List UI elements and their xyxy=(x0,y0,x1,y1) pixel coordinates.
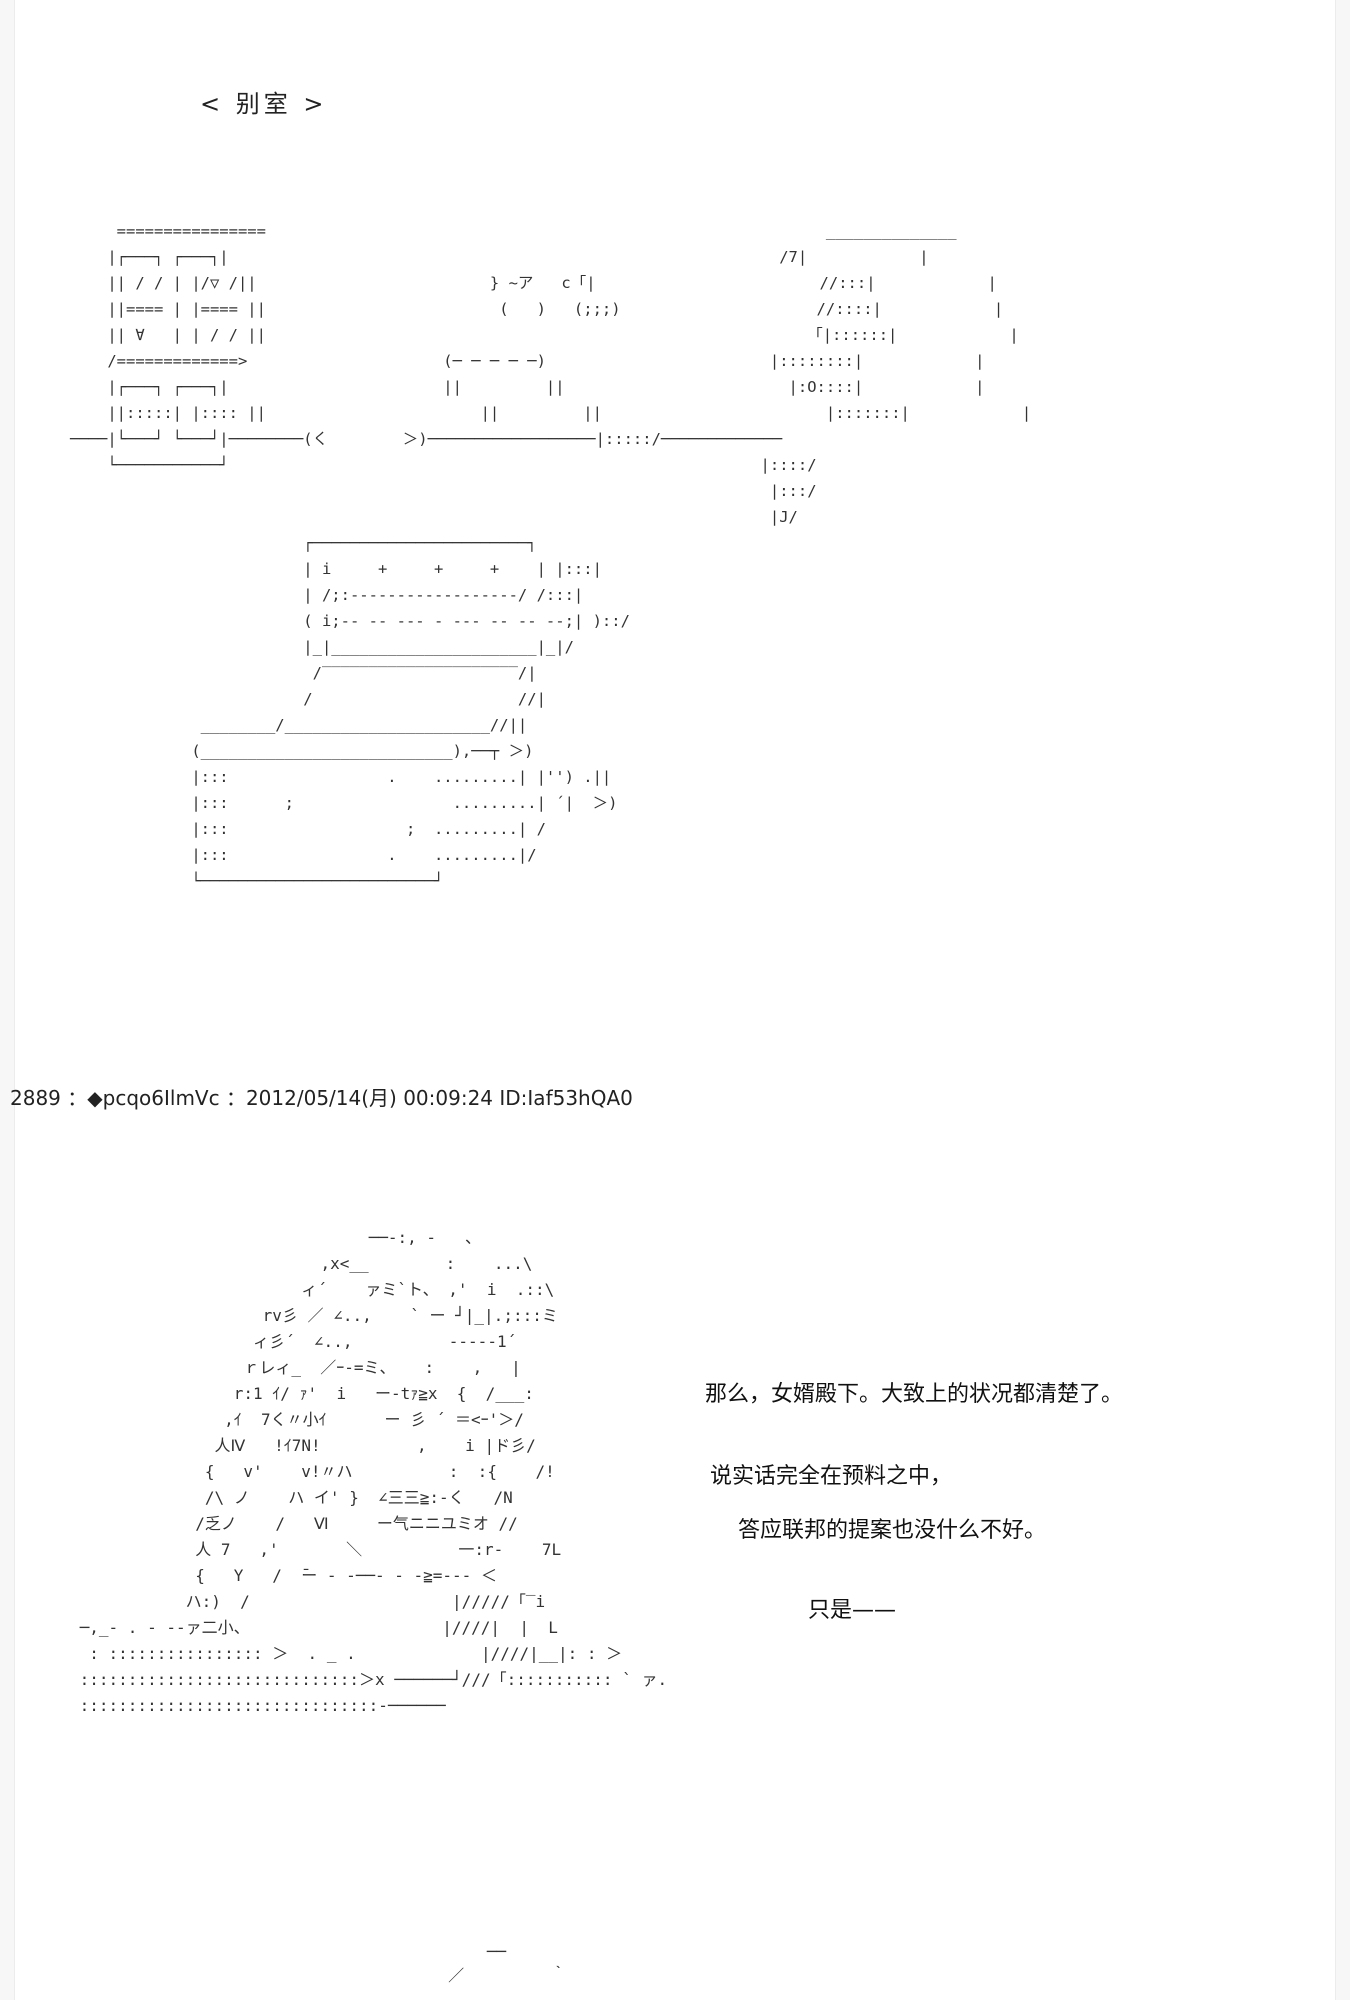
partial-ascii-art: ── ／ ｀ xyxy=(448,1942,567,1985)
scene-title: < 别室 > xyxy=(200,90,328,118)
page-margin-left xyxy=(0,0,15,2000)
post-header: 2889 ：◆pcqo6IlmVc ：2012/05/14(月) 00:09:2… xyxy=(10,1086,633,1110)
dialogue-line-3: 答应联邦的提案也没什么不好。 xyxy=(738,1518,1047,1543)
room-ascii-art: ================ ______________ |┌───┐ ┌… xyxy=(70,222,1032,890)
dialogue-line-1: 那么，女婿殿下。大致上的状况都清楚了。 xyxy=(705,1382,1124,1407)
dialogue-line-4: 只是—— xyxy=(808,1598,897,1623)
character-ascii-art: ──‐:, - 、 ,x<__ : ...\ ィ´ ァミ`ト、 ,' i .::… xyxy=(79,1228,668,1715)
dialogue-line-2: 说实话完全在预料之中， xyxy=(710,1464,953,1489)
page-margin-right xyxy=(1335,0,1350,2000)
